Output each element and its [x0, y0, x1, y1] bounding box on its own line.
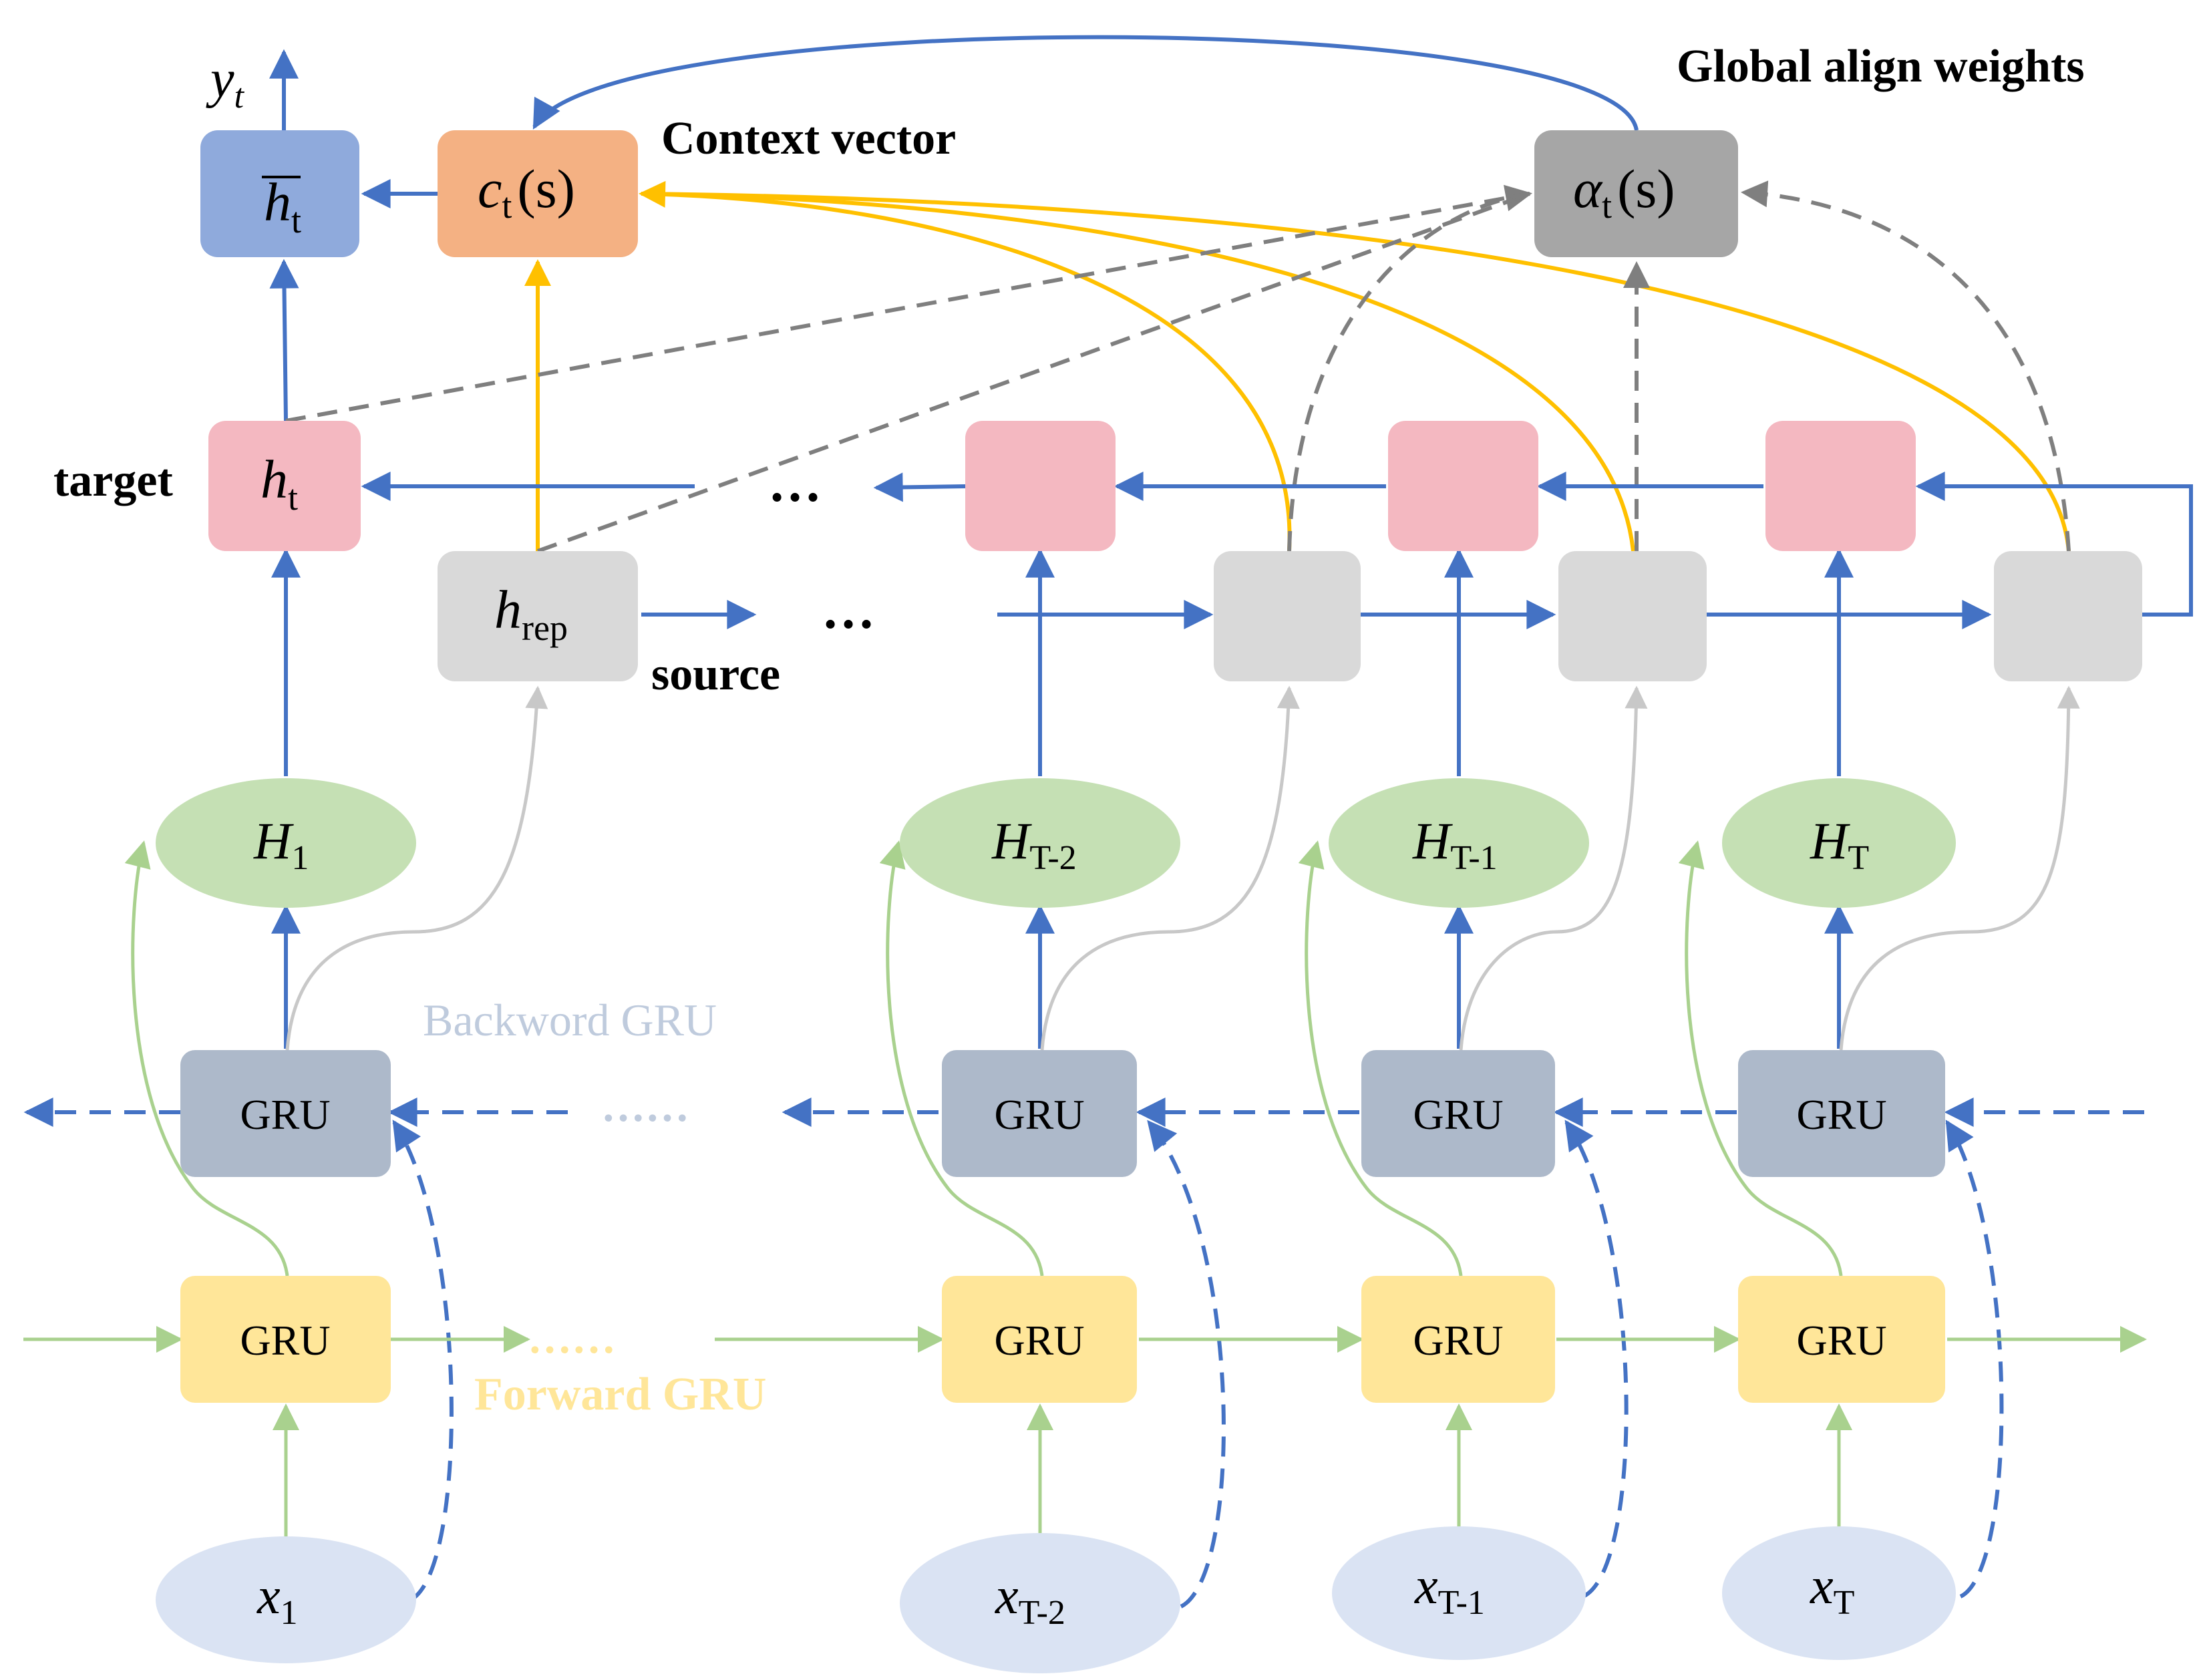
svg-text:GRU: GRU	[994, 1091, 1084, 1138]
backward-gru-2: GRU	[942, 1050, 1137, 1177]
source1-to-align-dashed	[1287, 192, 1530, 552]
backward-gru-3: GRU	[1361, 1050, 1555, 1177]
hrep-to-align-dashed	[536, 192, 1531, 553]
context-vector-title: Context vector	[661, 113, 956, 164]
xT2-to-bgru-dashed	[1147, 1120, 1226, 1609]
backward-gru-label: Backword GRU	[423, 995, 717, 1045]
svg-text:GRU: GRU	[1796, 1091, 1886, 1138]
context-label: ct(s)	[478, 158, 575, 226]
bgru1-to-hrep-curve	[285, 685, 548, 1051]
h-bar-label: ht	[264, 172, 301, 240]
connectors	[23, 35, 2193, 1609]
target-state-node-T	[1765, 421, 1916, 551]
backward-gru-1: GRU	[180, 1050, 391, 1177]
bgru4-to-source3-curve	[1839, 685, 2080, 1051]
source-to-context-curve-2	[641, 192, 1635, 552]
source3-to-align-dashed	[1741, 180, 2071, 552]
svg-text:GRU: GRU	[1796, 1317, 1886, 1364]
svg-text:HT-2: HT-2	[991, 812, 1077, 877]
svg-text:GRU: GRU	[994, 1317, 1084, 1364]
xT1-to-bgru-dashed	[1564, 1120, 1629, 1599]
h-bar-node: ht	[200, 130, 359, 257]
svg-text:xT: xT	[1810, 1556, 1854, 1622]
forward-gru-2: GRU	[942, 1276, 1137, 1403]
source-rep-label: hrep	[494, 579, 568, 648]
svg-text:x1: x1	[257, 1566, 298, 1632]
input-x1: x1	[156, 1536, 416, 1663]
svg-text:GRU: GRU	[1413, 1091, 1503, 1138]
svg-text:HT-1: HT-1	[1412, 812, 1498, 877]
fgru4-to-HT-curve	[1678, 840, 1843, 1277]
align-to-context-arrow	[532, 35, 1639, 131]
align-weights-node: αt(s)	[1534, 130, 1738, 257]
global-align-weights-title: Global align weights	[1677, 41, 2085, 92]
fgru3-to-HT1-curve	[1298, 840, 1463, 1277]
hidden-state-HT2: HT-2	[900, 778, 1180, 908]
forward-gru-3: GRU	[1361, 1276, 1555, 1403]
forward-gru-label: Forward GRU	[474, 1369, 766, 1420]
target-row-arrow-2	[873, 472, 966, 502]
target-state-label: ht	[261, 449, 298, 518]
source-state-node-3	[1994, 551, 2142, 681]
forward-dots: ……	[528, 1314, 616, 1363]
input-xT2: xT-2	[900, 1533, 1180, 1673]
target-label: target	[53, 455, 173, 506]
forward-gru-1: GRU	[180, 1276, 391, 1403]
svg-text:xT-1: xT-1	[1414, 1556, 1485, 1622]
bgru3-to-source2-curve	[1459, 685, 1648, 1051]
source-state-node-1	[1214, 551, 1361, 681]
x1-to-bgru-dashed	[392, 1120, 454, 1602]
target-state-node: ht	[208, 421, 361, 551]
bgru2-to-source1-curve	[1040, 685, 1300, 1051]
target-state-node-T2	[965, 421, 1116, 551]
hidden-state-H1: H1	[156, 778, 416, 908]
svg-text:GRU: GRU	[240, 1317, 330, 1364]
target-row-loop-arrow	[1915, 472, 2193, 617]
svg-text:H1: H1	[253, 812, 309, 877]
hidden-state-HT1: HT-1	[1329, 778, 1589, 908]
target-to-hbar-arrow	[269, 259, 299, 422]
forward-gru-4: GRU	[1738, 1276, 1945, 1403]
backward-gru-4: GRU	[1738, 1050, 1945, 1177]
input-xT: xT	[1722, 1526, 1956, 1660]
input-xT1: xT-1	[1332, 1526, 1586, 1660]
fgru2-to-HT2-curve	[879, 840, 1044, 1277]
backward-dots: ……	[601, 1082, 689, 1131]
svg-text:xT-2: xT-2	[995, 1566, 1065, 1632]
target-state-node-T1	[1388, 421, 1538, 551]
source-ellipsis: …	[822, 581, 875, 640]
hidden-state-HT: HT	[1722, 778, 1956, 908]
source-rep-node: hrep	[438, 551, 638, 681]
source-label: source	[651, 649, 780, 700]
align-label: αt(s)	[1573, 158, 1675, 226]
xT-to-bgru-dashed	[1945, 1120, 2004, 1599]
source-to-context-curve-3	[641, 192, 2071, 552]
output-label: yt	[206, 50, 245, 116]
svg-text:GRU: GRU	[240, 1091, 330, 1138]
svg-text:HT: HT	[1810, 812, 1869, 877]
fgru1-to-H1-curve	[124, 840, 289, 1277]
source-state-node-2	[1558, 551, 1707, 681]
target-ellipsis: …	[768, 454, 822, 513]
context-node: ct(s)	[438, 130, 638, 257]
target-to-align-dashed	[285, 184, 1532, 423]
svg-text:GRU: GRU	[1413, 1317, 1503, 1364]
